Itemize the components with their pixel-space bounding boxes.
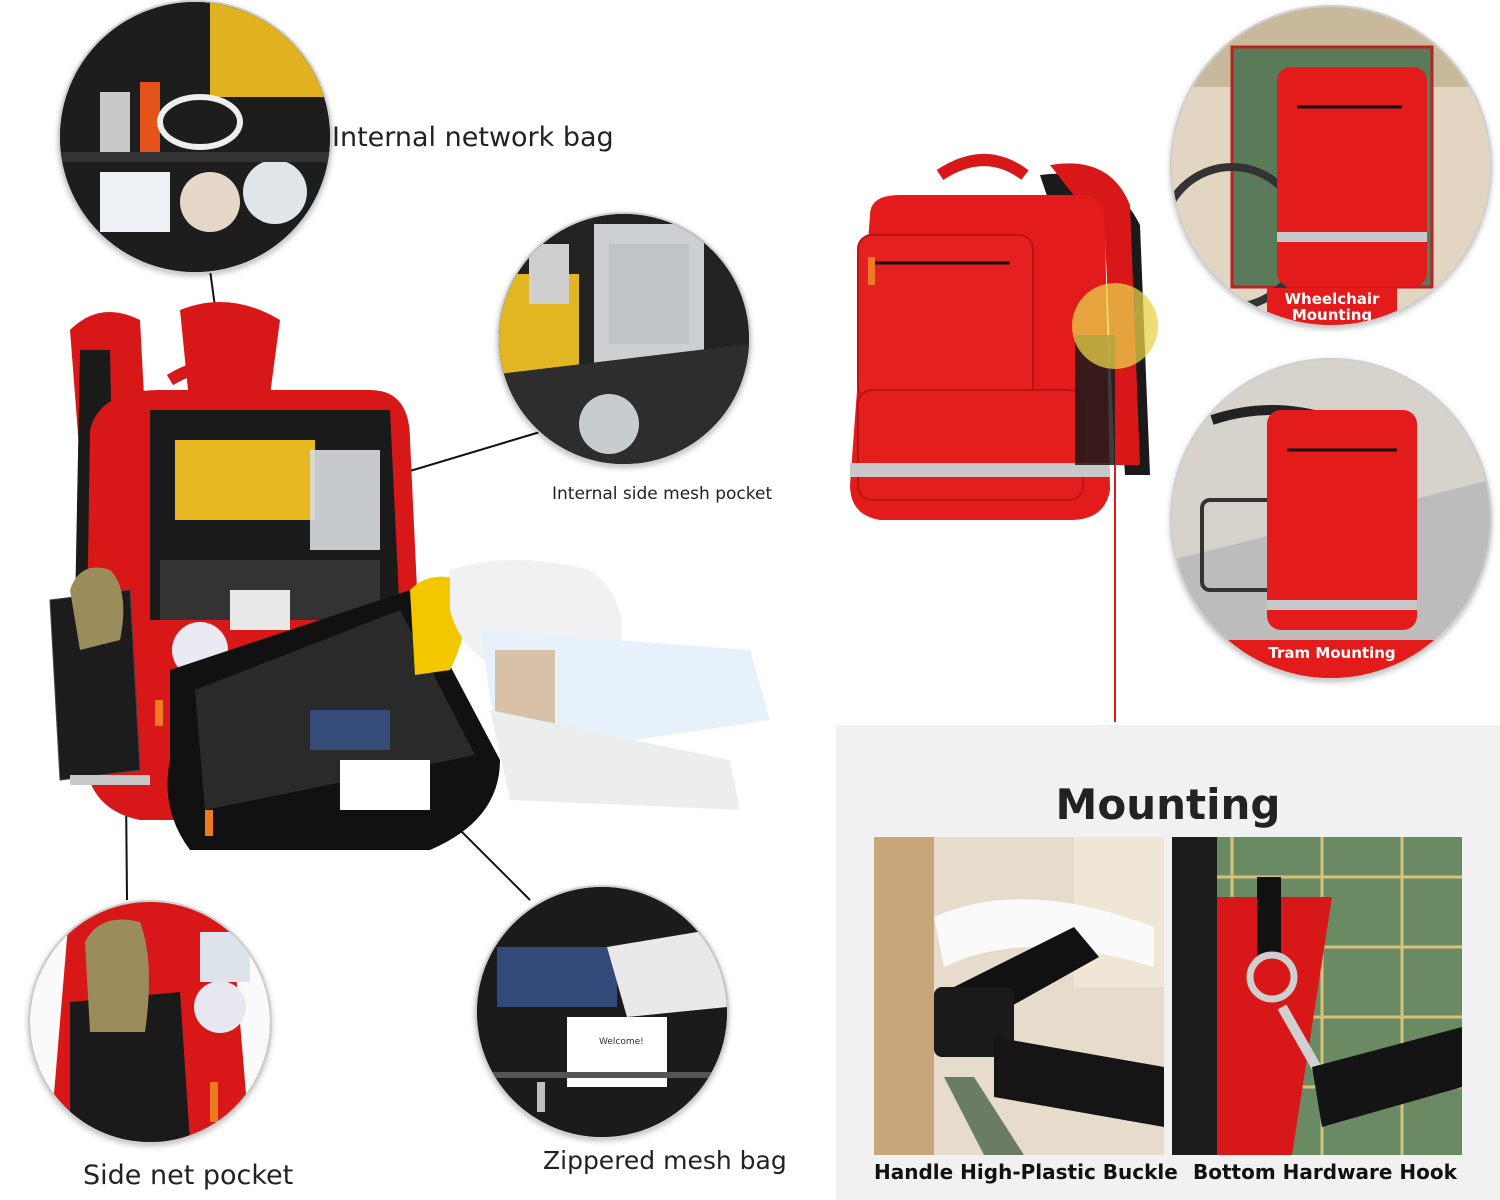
internal-network-bag-label: Internal network bag <box>332 122 614 153</box>
tram-mounting-label: Tram Mounting <box>1212 640 1452 678</box>
hardware-hook-caption: Bottom Hardware Hook <box>1193 1160 1457 1184</box>
open-backpack-image <box>49 302 770 850</box>
mounting-panel: Mounting <box>836 725 1500 1200</box>
internal-side-mesh-pocket-detail-image <box>497 212 751 466</box>
side-net-pocket-detail-image <box>28 900 272 1144</box>
side-net-pocket-label: Side net pocket <box>83 1160 294 1191</box>
hardware-hook-photo <box>1172 837 1462 1155</box>
zippered-mesh-bag-label: Zippered mesh bag <box>543 1146 787 1175</box>
wheelchair-mounting-label: Wheelchair Mounting <box>1267 288 1397 325</box>
welcome-card-text: Welcome! <box>599 1037 644 1047</box>
tram-mounting-photo: Tram Mounting <box>1170 358 1492 680</box>
wheelchair-mounting-photo: Wheelchair Mounting <box>1170 5 1492 327</box>
handle-buckle-caption: Handle High-Plastic Buckle <box>874 1160 1178 1184</box>
mounting-title: Mounting <box>1055 780 1281 829</box>
hook-highlight-marker <box>1072 283 1158 369</box>
internal-network-bag-detail-image <box>58 0 332 274</box>
zippered-mesh-bag-detail-image: Welcome! <box>475 885 729 1139</box>
handle-buckle-photo <box>874 837 1164 1155</box>
internal-side-mesh-pocket-label: Internal side mesh pocket <box>552 484 773 504</box>
